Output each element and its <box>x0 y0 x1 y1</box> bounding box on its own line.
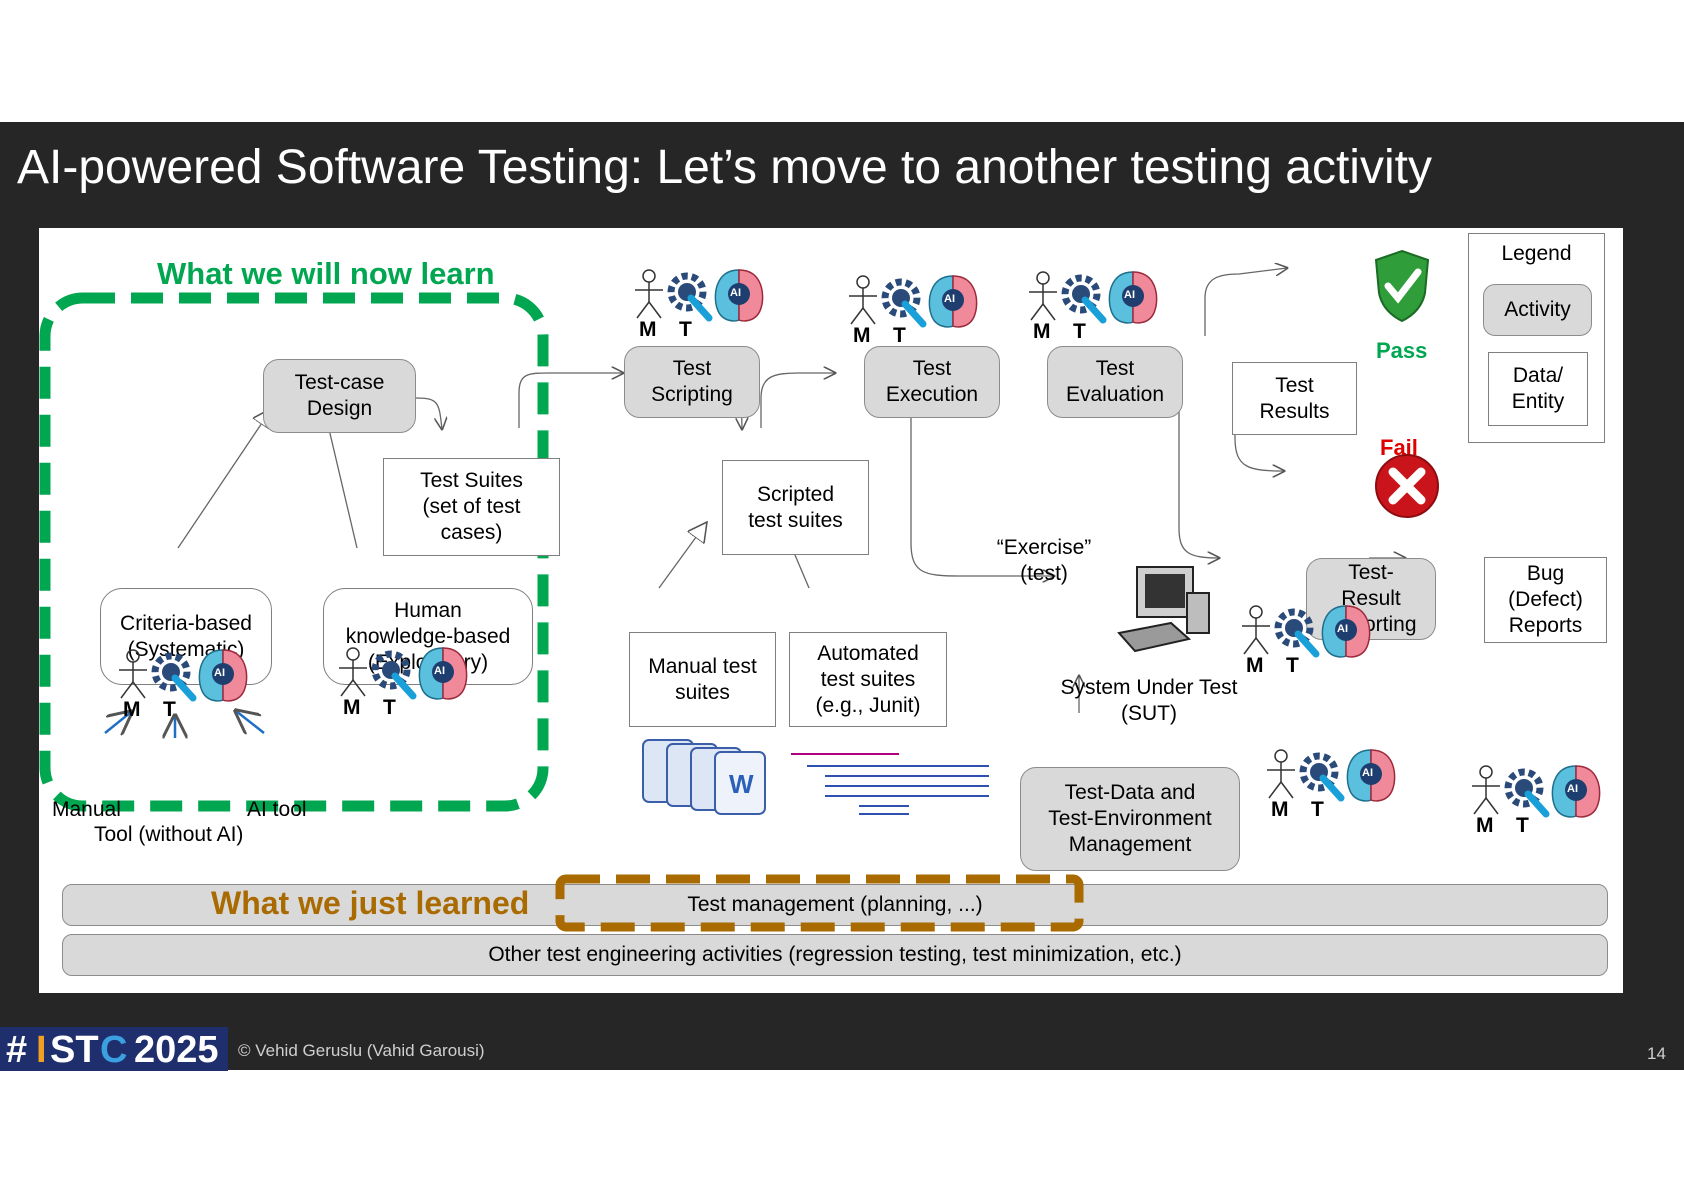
manual-m-label: M <box>1271 798 1289 822</box>
tool-t-label: T <box>893 324 906 348</box>
gear-wrench-icon <box>375 654 413 696</box>
now-learn-heading: What we will now learn <box>157 256 495 292</box>
tool-t-label: T <box>383 696 396 720</box>
manual-label: Manual <box>52 798 121 822</box>
manual-m-label: M <box>639 318 657 342</box>
tool-t-label: T <box>1516 814 1529 838</box>
data-test-suites[interactable]: Test Suites (set of test cases) <box>383 458 560 556</box>
data-scripted-test-suites[interactable]: Scripted test suites <box>722 460 869 555</box>
manual-m-label: M <box>853 324 871 348</box>
tool-t-label: T <box>679 318 692 342</box>
diagram-canvas: What we will now learn Test-case Design … <box>39 228 1623 993</box>
manual-m-label: M <box>1246 654 1264 678</box>
ai-label: AI <box>1362 767 1373 779</box>
data-manual-test-suites[interactable]: Manual test suites <box>629 632 776 727</box>
istc-logo: # I ST C 2025 <box>0 1027 228 1071</box>
copyright: © Vehid Geruslu (Vahid Garousi) <box>238 1041 485 1061</box>
activity-test-evaluation[interactable]: Test Evaluation <box>1047 346 1183 418</box>
data-automated-test-suites[interactable]: Automated test suites (e.g., Junit) <box>789 632 947 727</box>
tool-t-label: T <box>1311 798 1324 822</box>
tool-t-label: T <box>163 698 176 722</box>
gear-wrench-icon <box>885 282 923 324</box>
sut-label: System Under Test (SUT) <box>1049 675 1249 727</box>
manual-m-label: M <box>1476 814 1494 838</box>
person-icon <box>635 270 663 318</box>
activity-test-execution[interactable]: Test Execution <box>864 346 1000 418</box>
code-snippet-image <box>789 748 994 823</box>
legend-title: Legend <box>1469 242 1604 266</box>
person-icon <box>849 276 877 324</box>
slide-title: AI-powered Software Testing: Let’s move … <box>17 140 1432 195</box>
ai-label: AI <box>1567 783 1578 795</box>
tool-t-label: T <box>1073 320 1086 344</box>
activity-test-data-environment[interactable]: Test-Data and Test-Environment Managemen… <box>1020 767 1240 871</box>
pass-shield-icon <box>1372 248 1432 324</box>
ai-label: AI <box>1337 623 1348 635</box>
data-test-results[interactable]: Test Results <box>1232 362 1357 435</box>
ai-label: AI <box>730 287 741 299</box>
person-icon <box>1267 750 1295 798</box>
legend-box: Legend Activity Data/ Entity <box>1468 233 1605 443</box>
tool-without-ai-label: Tool (without AI) <box>94 823 243 847</box>
person-icon <box>1242 606 1270 654</box>
fail-x-icon <box>1373 452 1441 520</box>
data-bug-reports[interactable]: Bug (Defect) Reports <box>1484 557 1607 643</box>
just-learned-heading: What we just learned <box>211 885 529 922</box>
ai-label: AI <box>944 293 955 305</box>
manual-m-label: M <box>343 696 361 720</box>
ai-label: AI <box>214 667 225 679</box>
pass-label: Pass <box>1376 338 1427 364</box>
word-document-icon: W <box>639 738 774 818</box>
page-number: 14 <box>1647 1044 1666 1064</box>
person-icon <box>1472 766 1500 814</box>
person-icon <box>339 648 367 696</box>
gear-wrench-icon <box>155 656 193 698</box>
gear-wrench-icon <box>1508 772 1546 814</box>
legend-data-entity: Data/ Entity <box>1488 352 1588 426</box>
manual-m-label: M <box>1033 320 1051 344</box>
gear-wrench-icon <box>671 276 709 318</box>
activity-test-scripting[interactable]: Test Scripting <box>624 346 760 418</box>
person-icon <box>1029 272 1057 320</box>
computer-icon <box>1109 563 1214 663</box>
other-activities-bar[interactable]: Other test engineering activities (regre… <box>62 934 1608 976</box>
tool-t-label: T <box>1286 654 1299 678</box>
legend-activity: Activity <box>1483 284 1592 336</box>
activity-test-case-design[interactable]: Test-case Design <box>263 359 416 433</box>
exercise-label: “Exercise” (test) <box>984 535 1104 587</box>
person-icon <box>119 650 147 698</box>
gear-wrench-icon <box>1303 756 1341 798</box>
just-learned-region <box>555 874 1085 934</box>
ai-label: AI <box>1124 289 1135 301</box>
gear-wrench-icon <box>1065 278 1103 320</box>
ai-tool-label: AI tool <box>247 798 307 822</box>
manual-m-label: M <box>123 698 141 722</box>
svg-text:W: W <box>729 769 754 799</box>
gear-wrench-icon <box>1278 612 1316 654</box>
ai-label: AI <box>434 665 445 677</box>
